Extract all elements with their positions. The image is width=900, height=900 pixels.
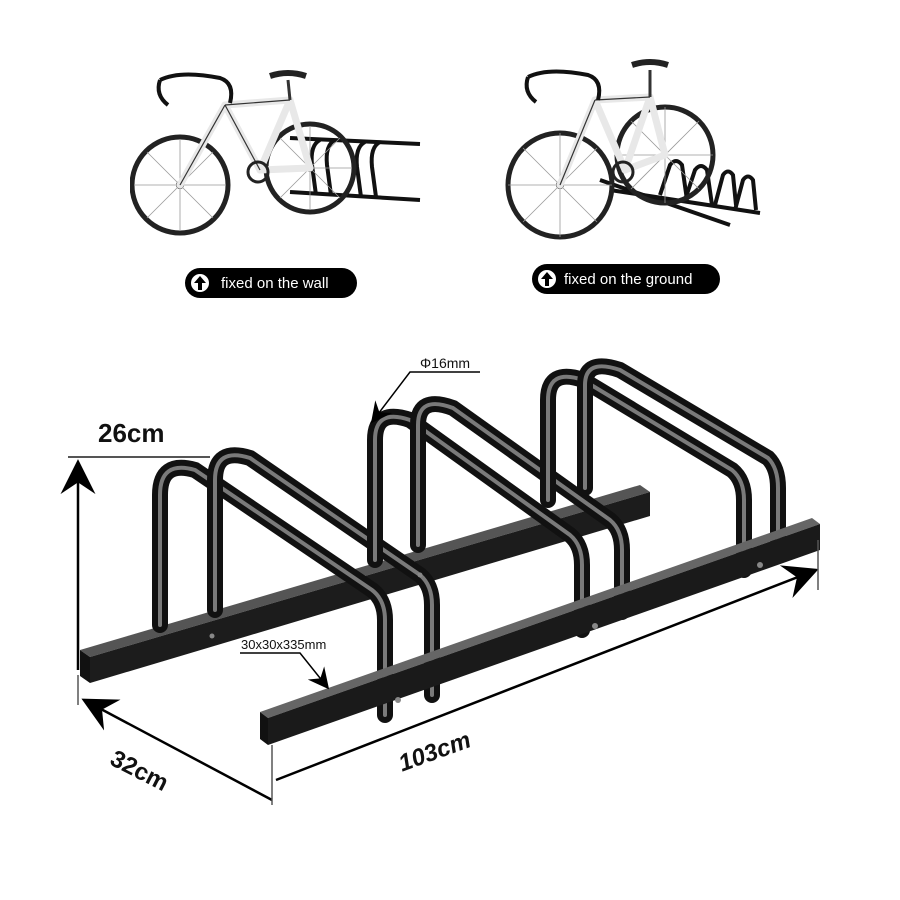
wall-mount-label: fixed on the wall	[185, 268, 357, 298]
front-base-bar	[209, 518, 820, 745]
base-bar-size-label: 30x30x335mm	[241, 637, 327, 652]
ground-mount-label: fixed on the ground	[532, 264, 720, 294]
wall-mount-illustration	[130, 60, 430, 250]
bike-on-ground-rack-icon	[505, 59, 761, 240]
height-dimension-label: 26cm	[98, 418, 165, 448]
arrow-up-icon	[189, 272, 211, 294]
ground-mount-illustration	[500, 55, 780, 255]
arrow-up-icon	[536, 268, 558, 290]
tube-diameter-label: Φ16mm	[420, 355, 471, 371]
wall-mount-text: fixed on the wall	[221, 274, 329, 292]
ground-mount-text: fixed on the ground	[564, 270, 693, 288]
bike-on-wall-rack-icon	[130, 70, 421, 236]
rack-loops	[152, 358, 786, 723]
